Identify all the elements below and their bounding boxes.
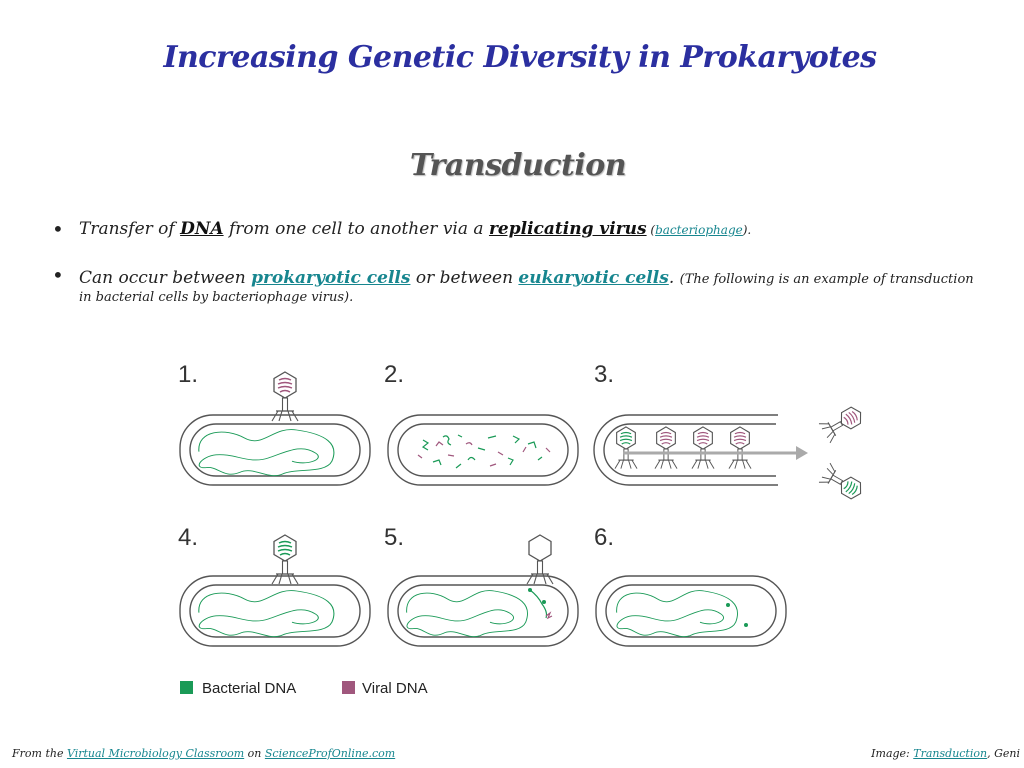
arrow-head-icon <box>796 446 808 460</box>
bullet-item-occurrence: • Can occur between prokaryotic cells or… <box>50 263 990 306</box>
cell-step-4 <box>179 575 371 647</box>
step-label-4: 4. <box>178 524 198 551</box>
phage-icon <box>614 426 638 470</box>
step-label-5: 5. <box>384 524 404 551</box>
bullet-text: from one cell to another via a <box>223 219 489 239</box>
footer-text: , Geni <box>987 747 1020 760</box>
phage-icon <box>691 426 715 470</box>
bullet-dot-icon: • <box>52 217 64 241</box>
cell-step-2 <box>387 414 579 486</box>
legend: Bacterial DNA Viral DNA <box>180 680 428 697</box>
cell-step-3 <box>593 414 778 486</box>
keyword-dna: DNA <box>180 219 224 239</box>
link-transduction[interactable]: Transduction <box>913 747 988 760</box>
legend-swatch-bacterial <box>180 681 193 694</box>
legend-label-bacterial: Bacterial DNA <box>202 680 296 697</box>
footer-text: From the <box>12 747 67 760</box>
phage-icon <box>818 462 867 504</box>
step-label-1: 1. <box>178 361 198 388</box>
bullet-text: Transfer of <box>79 219 181 239</box>
legend-swatch-viral <box>342 681 355 694</box>
legend-label-viral: Viral DNA <box>362 680 428 697</box>
link-virtual-microbiology-classroom[interactable]: Virtual Microbiology Classroom <box>66 747 245 760</box>
link-eukaryotic-cells[interactable]: eukaryotic cells <box>518 268 669 288</box>
step-label-2: 2. <box>384 361 404 388</box>
step-label-6: 6. <box>594 524 614 551</box>
phage-icon <box>818 402 867 444</box>
phage-icon <box>728 426 752 470</box>
bullet-item-transfer: • Transfer of DNA from one cell to anoth… <box>50 217 990 241</box>
bullet-text: or between <box>410 268 519 288</box>
bullet-list: • Transfer of DNA from one cell to anoth… <box>50 215 990 306</box>
slide-subtitle: Transduction <box>409 148 627 183</box>
bullet-text: ). <box>742 223 752 237</box>
footer-image-credit: Image: Transduction, Geni <box>871 747 1020 760</box>
bullet-note: (The following is an example of transduc… <box>79 272 974 305</box>
footer-text: Image: <box>871 747 914 760</box>
slide-title: Increasing Genetic Diversity in Prokaryo… <box>163 40 877 75</box>
link-bacteriophage[interactable]: bacteriophage <box>655 223 743 237</box>
transduction-diagram: 1. 2. 3. 4. 5. 6. <box>178 361 867 697</box>
bullet-dot-icon: • <box>52 263 64 287</box>
bullet-text: . <box>668 268 680 288</box>
phage-icon <box>271 371 299 422</box>
bullet-text: Can occur between <box>79 268 252 288</box>
keyword-replicating-virus: replicating virus <box>488 219 647 239</box>
phage-icon <box>654 426 678 470</box>
link-prokaryotic-cells[interactable]: prokaryotic cells <box>251 268 411 288</box>
bullet-text: ( <box>646 223 656 237</box>
step-label-3: 3. <box>594 361 614 388</box>
cell-step-6 <box>595 575 787 647</box>
cell-step-1 <box>179 414 371 486</box>
footer-text: on <box>244 747 265 760</box>
cell-step-5 <box>387 575 579 647</box>
footer-source: From the Virtual Microbiology Classroom … <box>12 747 395 760</box>
link-scienceprofonline[interactable]: ScienceProfOnline.com <box>264 747 396 760</box>
